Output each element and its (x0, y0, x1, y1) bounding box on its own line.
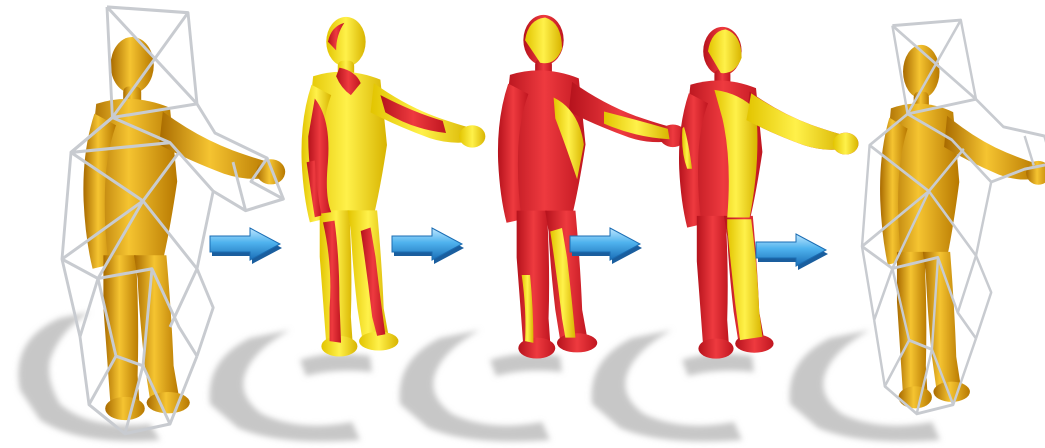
arrow-icon (392, 228, 464, 264)
panel-overlay-step-3 (679, 27, 858, 359)
arrow-icon (570, 228, 642, 264)
panel-overlay-step-2 (498, 15, 686, 359)
yellow-mesh-body (301, 17, 485, 357)
panel-overlay-step-1 (301, 17, 485, 357)
panel-result-cage (862, 20, 1045, 414)
panel-source-cage (62, 7, 285, 434)
arrow-icon (756, 234, 828, 270)
red-mesh-body-2 (679, 27, 858, 359)
arrow-icon (210, 228, 282, 264)
